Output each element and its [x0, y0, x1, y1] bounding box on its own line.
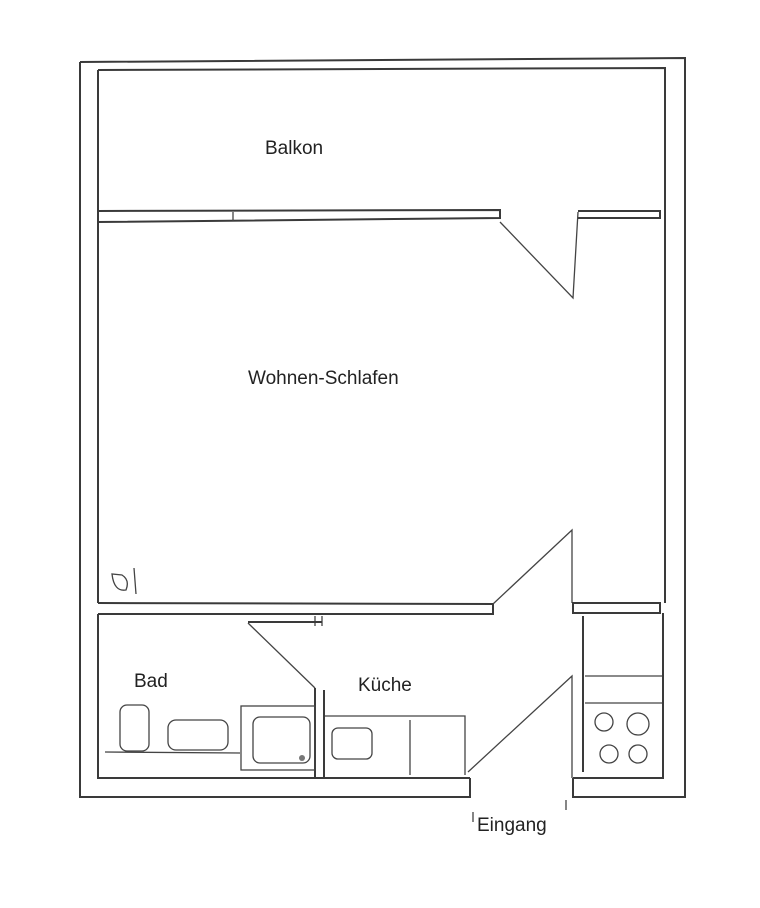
entrance-door-swing: [467, 674, 573, 778]
balcony-wall: [97, 208, 661, 300]
misc-marks: [111, 567, 567, 822]
balcony-door-swing: [499, 211, 579, 300]
exterior-walls: [79, 56, 686, 798]
stove: [594, 712, 650, 764]
room-label-balcony: Balkon: [265, 138, 324, 159]
bathroom-walls: [104, 621, 325, 778]
room-label-entrance: Eingang: [477, 815, 547, 836]
shower: [240, 705, 316, 771]
toilet: [119, 704, 150, 752]
middle-wall: [97, 528, 661, 626]
sink: [167, 719, 229, 751]
bathroom-door-swing: [247, 622, 316, 689]
kitchen-sink: [331, 727, 373, 760]
room-label-bathroom: Bad: [134, 671, 168, 692]
room-label-living-sleeping: Wohnen-Schlafen: [248, 368, 399, 389]
kitchen-fixtures: [325, 616, 662, 778]
room-door-swing: [492, 528, 573, 605]
room-label-kitchen: Küche: [358, 675, 412, 696]
